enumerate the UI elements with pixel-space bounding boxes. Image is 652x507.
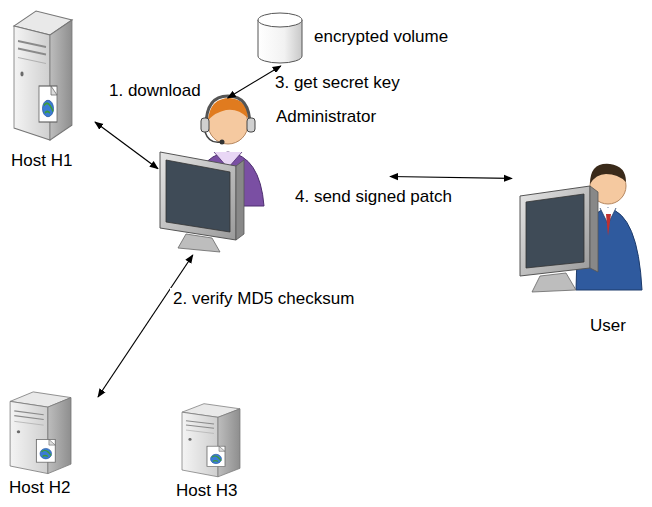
node-label: Host H2 xyxy=(9,477,70,499)
server-node: Host H2 xyxy=(3,385,98,505)
database-cylinder xyxy=(258,13,302,63)
node-label: encrypted volume xyxy=(314,26,448,48)
edge-label: 1. download xyxy=(106,80,204,102)
storage-node: encrypted volume xyxy=(252,8,492,66)
connector-arrow xyxy=(98,255,193,397)
actor-node: Administrator xyxy=(158,98,390,255)
server-icon xyxy=(182,404,240,477)
user-icon xyxy=(520,164,642,292)
edge-label: 3. get secret key xyxy=(272,72,403,94)
server-node: Host H3 xyxy=(172,398,262,505)
actor-node: User xyxy=(512,155,647,350)
node-label: User xyxy=(590,315,626,337)
node-label: Host H3 xyxy=(176,480,237,502)
server-icon xyxy=(14,11,72,140)
server-icon xyxy=(10,392,71,474)
administrator-icon xyxy=(160,96,264,252)
connector-arrow xyxy=(390,177,512,179)
server-node: Host H1 xyxy=(5,5,95,177)
edge-label: 2. verify MD5 checksum xyxy=(170,288,357,310)
edge-label: 4. send signed patch xyxy=(292,186,455,208)
node-label: Administrator xyxy=(276,106,376,128)
node-label: Host H1 xyxy=(11,150,72,172)
connector-arrow xyxy=(95,122,158,169)
